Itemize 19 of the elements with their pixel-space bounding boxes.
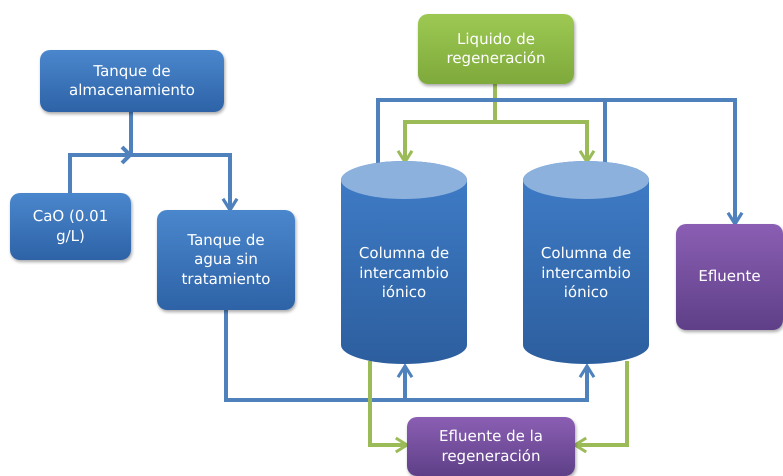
node-label: Liquido de regeneración	[445, 30, 546, 68]
process-box	[676, 224, 783, 330]
flow-arrow	[573, 361, 629, 454]
node-label: Tanque de almacenamiento	[68, 62, 196, 100]
node-label: Efluente	[697, 267, 762, 287]
flow-arrow	[603, 98, 744, 226]
node-label: Columna de intercambio iónico	[358, 244, 450, 303]
process-box	[407, 417, 575, 476]
process-box	[10, 193, 131, 260]
flow-arrow	[368, 361, 409, 454]
node-label: Efluente de la regeneración	[438, 427, 544, 466]
flow-arrow	[224, 310, 596, 402]
flow-arrow	[68, 145, 239, 212]
node-label: Columna de intercambio iónico	[540, 244, 632, 303]
process-box	[40, 50, 224, 112]
process-box	[418, 14, 574, 84]
process-box	[157, 210, 295, 310]
node-label: CaO (0.01 g/L)	[32, 207, 110, 246]
node-label: Tanque de agua sin tratamiento	[180, 230, 272, 290]
